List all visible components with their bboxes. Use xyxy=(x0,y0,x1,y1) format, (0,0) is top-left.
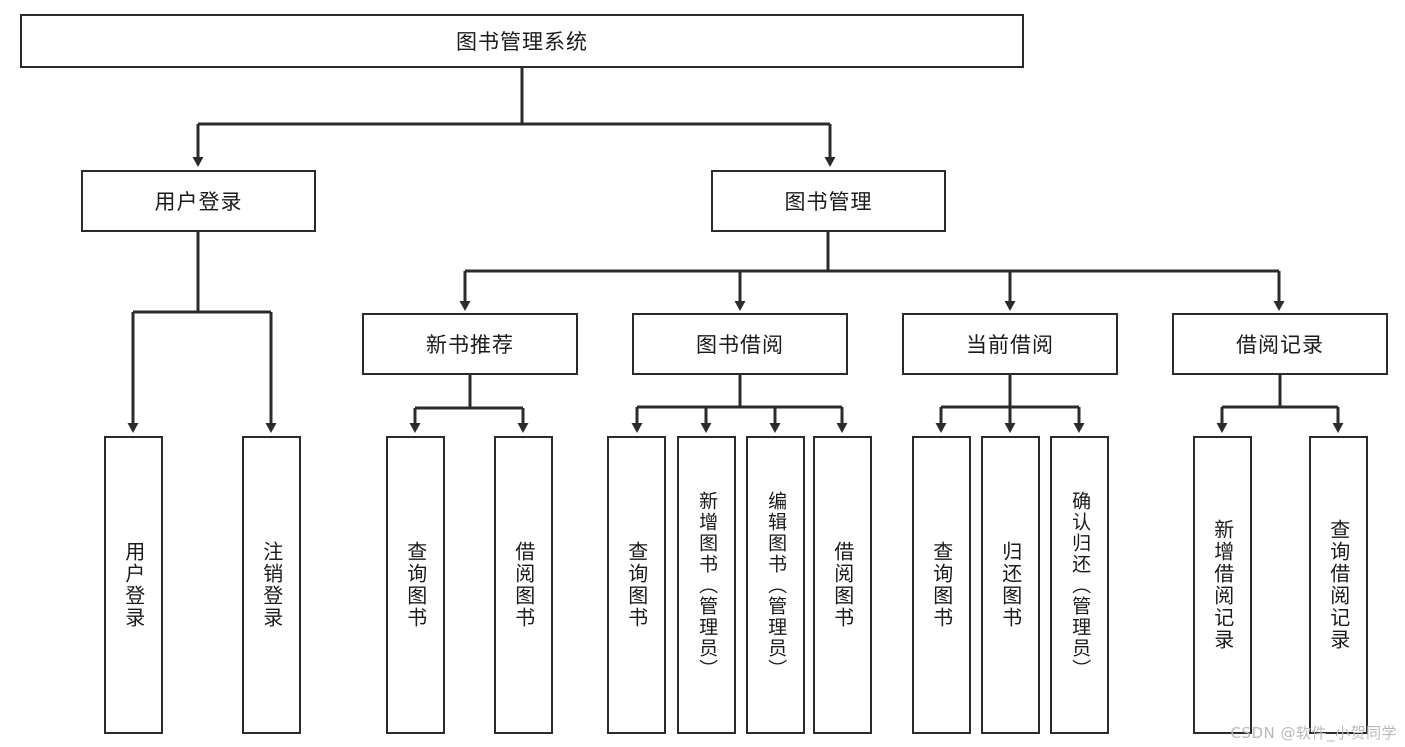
leaf-label: 新增图书（管理员） xyxy=(696,490,719,680)
node-borrow-record[interactable]: 借阅记录 xyxy=(1172,313,1388,375)
leaf-label: 确认归还（管理员） xyxy=(1069,490,1092,680)
node-new-book-recommend-label: 新书推荐 xyxy=(426,333,514,357)
node-user-login[interactable]: 用户登录 xyxy=(81,170,316,232)
node-book-borrow-label: 图书借阅 xyxy=(696,333,784,357)
node-current-borrow-label: 当前借阅 xyxy=(966,333,1054,357)
leaf-label: 查询图书 xyxy=(929,541,954,629)
leaf-new-book-1[interactable]: 查询图书 xyxy=(386,436,445,734)
leaf-label: 用户登录 xyxy=(121,541,146,629)
leaf-label: 编辑图书（管理员） xyxy=(765,490,788,680)
leaf-label: 借阅图书 xyxy=(511,541,536,629)
node-book-borrow[interactable]: 图书借阅 xyxy=(632,313,848,375)
leaf-book-borrow-2[interactable]: 新增图书（管理员） xyxy=(677,436,736,734)
leaf-label: 新增借阅记录 xyxy=(1210,519,1235,651)
leaf-current-borrow-2[interactable]: 归还图书 xyxy=(981,436,1040,734)
leaf-label: 查询图书 xyxy=(624,541,649,629)
node-root[interactable]: 图书管理系统 xyxy=(20,14,1024,68)
node-book-management-label: 图书管理 xyxy=(784,190,873,214)
node-borrow-record-label: 借阅记录 xyxy=(1236,333,1324,357)
leaf-label: 查询图书 xyxy=(403,541,428,629)
node-user-login-label: 用户登录 xyxy=(154,190,243,214)
leaf-borrow-record-2[interactable]: 查询借阅记录 xyxy=(1309,436,1368,734)
node-new-book-recommend[interactable]: 新书推荐 xyxy=(362,313,578,375)
leaf-label: 查询借阅记录 xyxy=(1326,519,1351,651)
leaf-label: 注销登录 xyxy=(259,541,284,629)
node-book-management[interactable]: 图书管理 xyxy=(711,170,946,232)
leaf-user-login-1[interactable]: 用户登录 xyxy=(104,436,163,734)
leaf-new-book-2[interactable]: 借阅图书 xyxy=(494,436,553,734)
watermark: CSDN @软件_小贺同学 xyxy=(1230,724,1397,742)
leaf-book-borrow-4[interactable]: 借阅图书 xyxy=(813,436,872,734)
leaf-borrow-record-1[interactable]: 新增借阅记录 xyxy=(1193,436,1252,734)
leaf-label: 借阅图书 xyxy=(830,541,855,629)
node-current-borrow[interactable]: 当前借阅 xyxy=(902,313,1118,375)
leaf-book-borrow-3[interactable]: 编辑图书（管理员） xyxy=(746,436,805,734)
leaf-user-login-2[interactable]: 注销登录 xyxy=(242,436,301,734)
node-root-label: 图书管理系统 xyxy=(456,30,588,54)
leaf-current-borrow-3[interactable]: 确认归还（管理员） xyxy=(1050,436,1109,734)
leaf-book-borrow-1[interactable]: 查询图书 xyxy=(607,436,666,734)
leaf-current-borrow-1[interactable]: 查询图书 xyxy=(912,436,971,734)
leaf-label: 归还图书 xyxy=(998,541,1023,629)
